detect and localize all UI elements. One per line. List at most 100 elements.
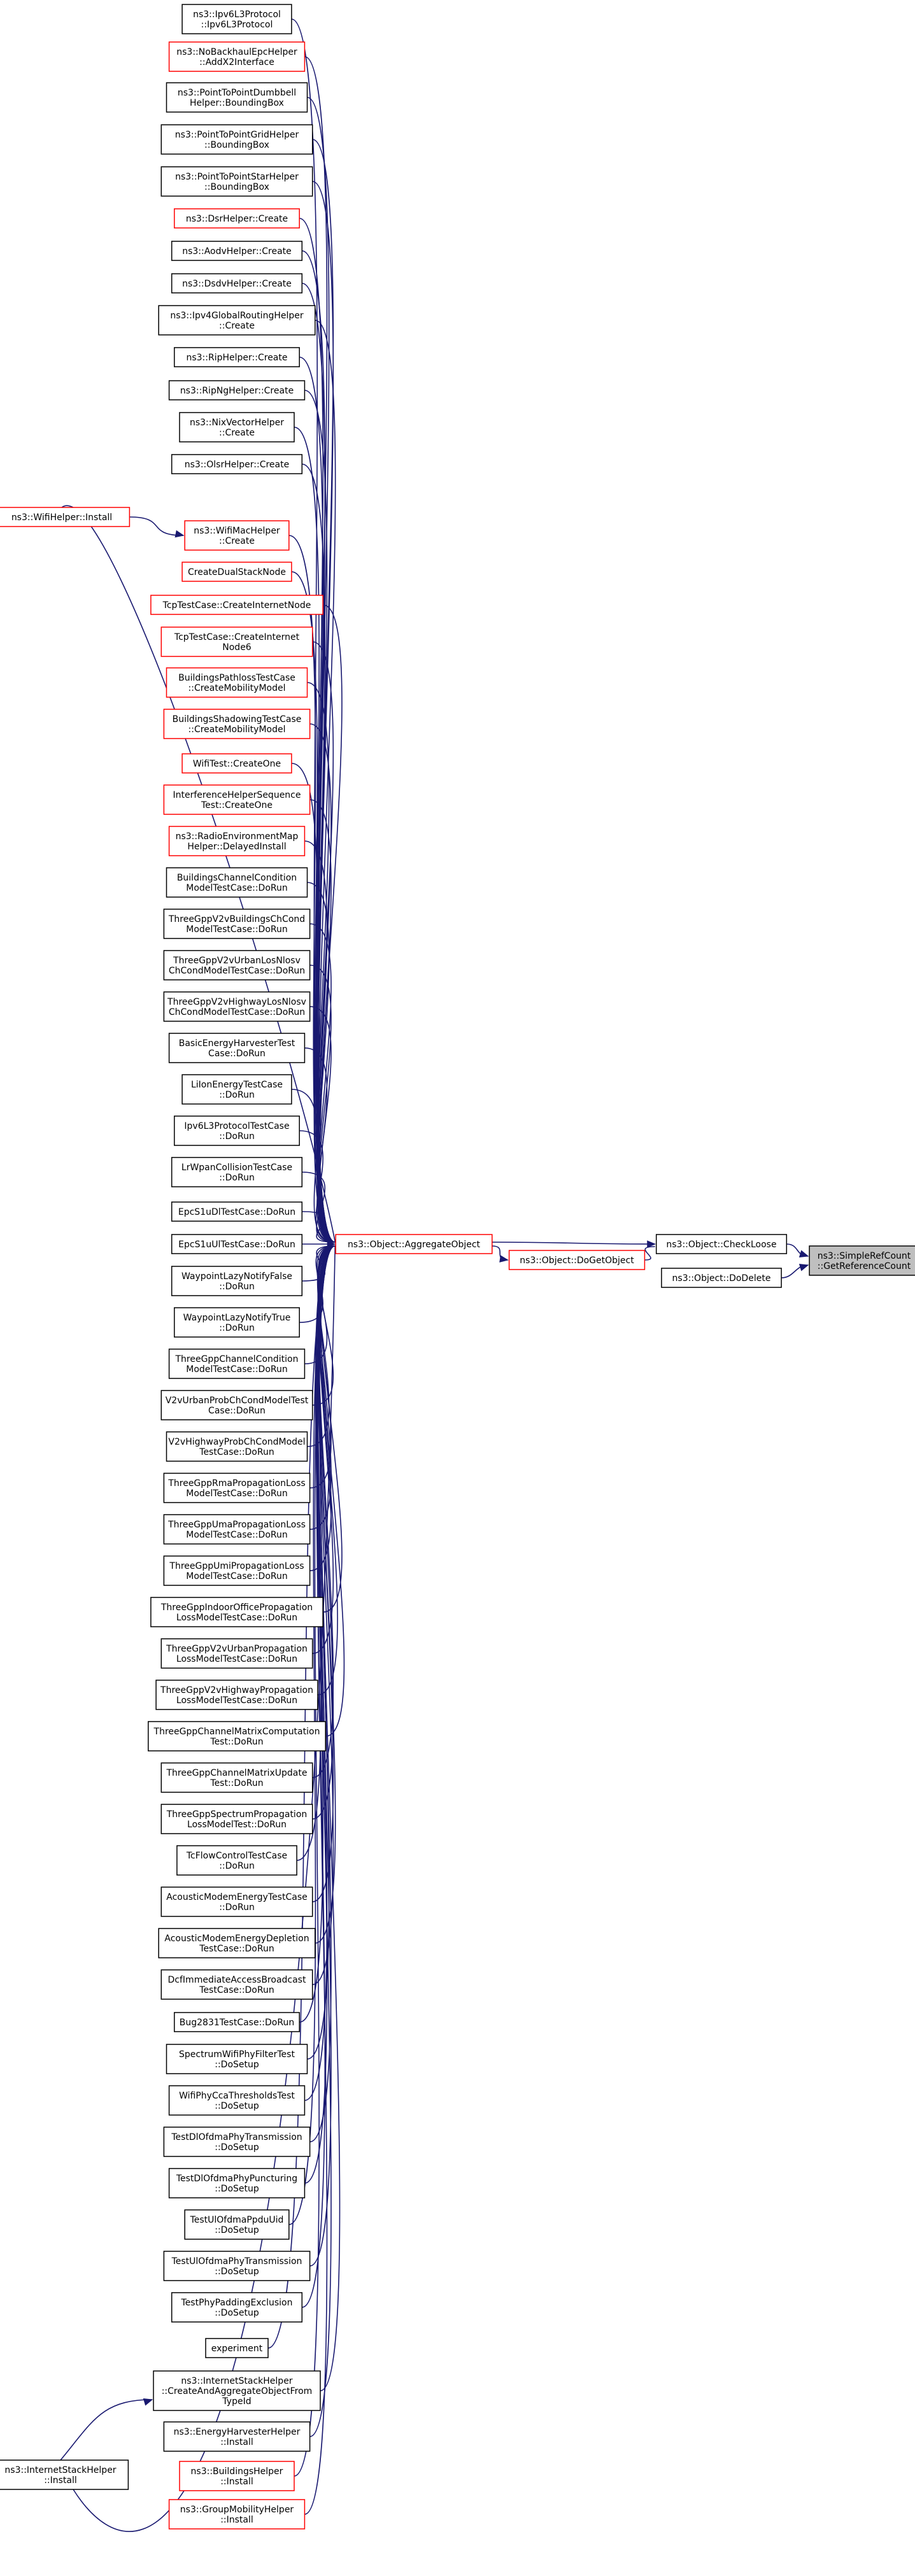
node-tcpin[interactable]: TcpTestCase::CreateInternetNode bbox=[150, 595, 323, 615]
node-ipv6tc[interactable]: Ipv6L3ProtocolTestCase::DoRun bbox=[174, 1115, 300, 1146]
node-amed[interactable]: AcousticModemEnergyDepletionTestCase::Do… bbox=[158, 1928, 316, 1958]
node-ehi[interactable]: ns3::EnergyHarvesterHelper::Install bbox=[163, 2421, 311, 2452]
node-box[interactable] bbox=[160, 1969, 313, 2000]
node-box[interactable] bbox=[163, 2421, 311, 2452]
node-wplf[interactable]: WaypointLazyNotifyFalse::DoRun bbox=[171, 1266, 303, 1296]
node-box[interactable] bbox=[163, 784, 311, 815]
node-tpe[interactable]: TestPhyPaddingExclusion::DoSetup bbox=[171, 2292, 303, 2323]
node-t3[interactable]: ThreeGppV2vHighwayLosNlosvChCondModelTes… bbox=[163, 991, 311, 1022]
node-box[interactable] bbox=[163, 1555, 311, 1586]
node-box[interactable] bbox=[160, 626, 313, 657]
node-box[interactable] bbox=[0, 507, 131, 527]
node-epcul[interactable]: EpcS1uUlTestCase::DoRun bbox=[171, 1234, 303, 1254]
node-box[interactable] bbox=[168, 2168, 306, 2198]
node-wpcca[interactable]: WifiPhyCcaThresholdsTest::DoSetup bbox=[168, 2085, 306, 2116]
node-box[interactable] bbox=[171, 273, 303, 294]
node-wifimac[interactable]: ns3::WifiMacHelper::Create bbox=[184, 520, 290, 551]
node-box[interactable] bbox=[171, 454, 303, 474]
node-exp[interactable]: experiment bbox=[205, 2338, 269, 2358]
node-box[interactable] bbox=[176, 1845, 297, 1876]
node-box[interactable] bbox=[168, 2085, 306, 2116]
node-t8[interactable]: ThreeGppUmaPropagationLossModelTestCase:… bbox=[163, 1514, 311, 1545]
node-rip[interactable]: ns3::RipHelper::Create bbox=[174, 347, 300, 367]
node-dcf[interactable]: DcfImmediateAccessBroadcastTestCase::DoR… bbox=[160, 1969, 313, 2000]
node-t1[interactable]: ThreeGppV2vBuildingsChCondModelTestCase:… bbox=[163, 909, 311, 939]
node-bhi[interactable]: ns3::BuildingsHelper::Install bbox=[179, 2461, 295, 2491]
node-box[interactable] bbox=[508, 1250, 646, 1270]
node-swpf[interactable]: SpectrumWifiPhyFilterTest::DoSetup bbox=[166, 2044, 308, 2074]
node-box[interactable] bbox=[160, 1390, 313, 1420]
node-box[interactable] bbox=[168, 41, 306, 72]
node-box[interactable] bbox=[335, 1234, 493, 1254]
node-box[interactable] bbox=[160, 1804, 313, 1834]
node-box[interactable] bbox=[174, 208, 300, 229]
node-box[interactable] bbox=[166, 1431, 308, 1462]
node-tul1[interactable]: TestUlOfdmaPpduUid::DoSetup bbox=[184, 2209, 290, 2240]
node-box[interactable] bbox=[171, 2292, 303, 2323]
node-ipv4gr[interactable]: ns3::Ipv4GlobalRoutingHelper::Create bbox=[158, 305, 316, 336]
node-box[interactable] bbox=[171, 1234, 303, 1254]
node-cdsn[interactable]: CreateDualStackNode bbox=[181, 562, 292, 582]
node-wifihi[interactable]: ns3::WifiHelper::Install bbox=[0, 507, 131, 527]
node-box[interactable] bbox=[163, 1473, 311, 1503]
node-box[interactable] bbox=[166, 2044, 308, 2074]
node-t9[interactable]: ThreeGppUmiPropagationLossModelTestCase:… bbox=[163, 1555, 311, 1586]
node-ihst[interactable]: InterferenceHelperSequenceTest::CreateOn… bbox=[163, 784, 311, 815]
node-ipv6l3[interactable]: ns3::Ipv6L3Protocol::Ipv6L3Protocol bbox=[181, 4, 292, 34]
node-bst[interactable]: BuildingsShadowingTestCase::CreateMobili… bbox=[163, 709, 311, 739]
node-remh[interactable]: ns3::RadioEnvironmentMapHelper::DelayedI… bbox=[168, 826, 306, 856]
node-bug[interactable]: Bug2831TestCase::DoRun bbox=[174, 2012, 300, 2032]
node-t15[interactable]: ThreeGppSpectrumPropagationLossModelTest… bbox=[160, 1804, 313, 1834]
node-box[interactable] bbox=[160, 124, 313, 155]
node-box[interactable] bbox=[166, 867, 308, 898]
node-box[interactable] bbox=[661, 1268, 782, 1288]
node-lion[interactable]: LiIonEnergyTestCase::DoRun bbox=[181, 1074, 292, 1105]
node-box[interactable] bbox=[655, 1234, 788, 1254]
node-ripng[interactable]: ns3::RipNgHelper::Create bbox=[168, 380, 306, 400]
node-box[interactable] bbox=[168, 2499, 306, 2530]
node-box[interactable] bbox=[155, 1680, 318, 1710]
node-box[interactable] bbox=[166, 667, 308, 698]
node-box[interactable] bbox=[168, 826, 306, 856]
node-p2pstar[interactable]: ns3::PointToPointStarHelper::BoundingBox bbox=[160, 166, 313, 197]
node-tcfc[interactable]: TcFlowControlTestCase::DoRun bbox=[176, 1845, 297, 1876]
node-t10[interactable]: ThreeGppIndoorOfficePropagationLossModel… bbox=[150, 1597, 323, 1627]
node-box[interactable] bbox=[163, 991, 311, 1022]
node-t4[interactable]: ThreeGppChannelConditionModelTestCase::D… bbox=[168, 1348, 306, 1379]
node-box[interactable] bbox=[205, 2338, 269, 2358]
node-box[interactable] bbox=[168, 1033, 306, 1063]
node-t2[interactable]: ThreeGppV2vUrbanLosNlosvChCondModelTestC… bbox=[163, 950, 311, 980]
node-lrwpan[interactable]: LrWpanCollisionTestCase::DoRun bbox=[171, 1157, 303, 1187]
node-tdl2[interactable]: TestDlOfdmaPhyPuncturing::DoSetup bbox=[168, 2168, 306, 2198]
node-dgo[interactable]: ns3::Object::DoGetObject bbox=[508, 1250, 646, 1270]
node-gmhi[interactable]: ns3::GroupMobilityHelper::Install bbox=[168, 2499, 306, 2530]
node-dod[interactable]: ns3::Object::DoDelete bbox=[661, 1268, 782, 1288]
node-box[interactable] bbox=[174, 2012, 300, 2032]
node-epcdl[interactable]: EpcS1uDlTestCase::DoRun bbox=[171, 1201, 303, 1222]
node-box[interactable] bbox=[174, 347, 300, 367]
node-box[interactable] bbox=[0, 2459, 129, 2490]
node-tdl1[interactable]: TestDlOfdmaPhyTransmission::DoSetup bbox=[163, 2127, 311, 2157]
node-bplt[interactable]: BuildingsPathlossTestCase::CreateMobilit… bbox=[166, 667, 308, 698]
node-wplt[interactable]: WaypointLazyNotifyTrue::DoRun bbox=[174, 1307, 300, 1338]
node-box[interactable] bbox=[158, 1928, 316, 1958]
node-box[interactable] bbox=[150, 1597, 323, 1627]
node-wifico[interactable]: WifiTest::CreateOne bbox=[181, 753, 292, 774]
node-dsr[interactable]: ns3::DsrHelper::Create bbox=[174, 208, 300, 229]
node-box[interactable] bbox=[163, 950, 311, 980]
node-box[interactable] bbox=[153, 2370, 321, 2411]
node-box[interactable] bbox=[163, 2251, 311, 2281]
node-box[interactable] bbox=[181, 4, 292, 34]
node-amet[interactable]: AcousticModemEnergyTestCase::DoRun bbox=[160, 1886, 313, 1917]
node-box[interactable] bbox=[163, 709, 311, 739]
node-box[interactable] bbox=[179, 412, 295, 442]
node-box[interactable] bbox=[163, 1514, 311, 1545]
node-box[interactable] bbox=[181, 1074, 292, 1105]
node-aodv[interactable]: ns3::AodvHelper::Create bbox=[171, 241, 303, 261]
node-p2pgrid[interactable]: ns3::PointToPointGridHelper::BoundingBox bbox=[160, 124, 313, 155]
